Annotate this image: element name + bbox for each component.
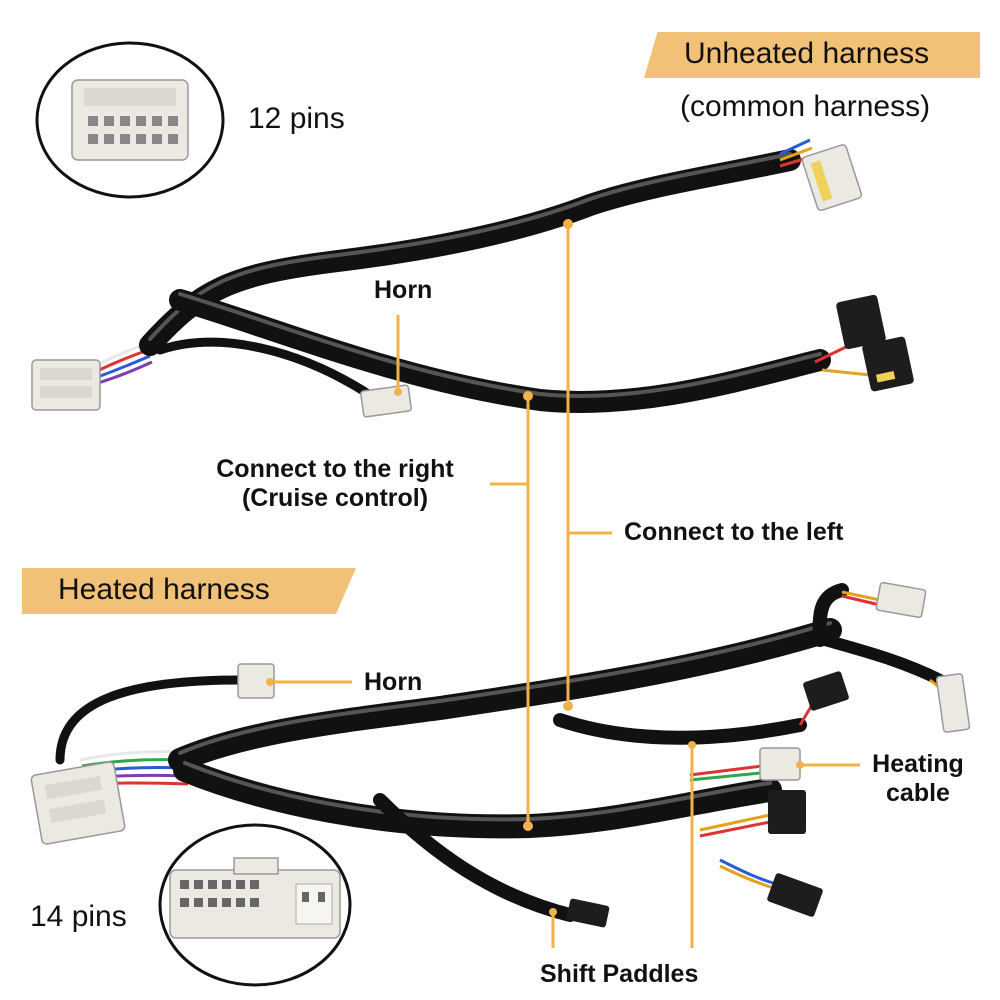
top-left-connector bbox=[801, 144, 863, 211]
bottom-horn-wire bbox=[55, 675, 245, 765]
bottom-black-connector-2 bbox=[767, 873, 823, 917]
shift-paddle-connector bbox=[566, 898, 610, 928]
bottom-horn-label: Horn bbox=[364, 668, 423, 696]
bottom-14pin-connector bbox=[30, 761, 126, 845]
bottom-small-black-connector bbox=[803, 671, 849, 711]
heating-line1: Heating bbox=[872, 750, 964, 778]
heating-cable-label: Heating cable bbox=[860, 750, 976, 808]
top-horn-wire bbox=[155, 337, 375, 400]
heated-banner: Heated harness bbox=[22, 568, 356, 614]
heating-cable-connector bbox=[759, 747, 801, 781]
callout-lines bbox=[270, 224, 860, 948]
bottom-lower-trunk bbox=[173, 758, 782, 839]
top-main-trunk bbox=[139, 149, 801, 356]
top-12pin-connector bbox=[31, 359, 101, 411]
bottom-middle-cable bbox=[553, 713, 807, 745]
heating-line2: cable bbox=[886, 778, 950, 807]
top-black-connectors bbox=[814, 294, 914, 392]
connect-right-label: Connect to the right (Cruise control) bbox=[195, 455, 475, 513]
inset-14pin bbox=[158, 823, 352, 987]
bottom-right-connector bbox=[935, 673, 971, 733]
callout-dots bbox=[266, 219, 804, 916]
bottom-upper-right-connector bbox=[875, 581, 927, 619]
top-horn-connector bbox=[360, 384, 412, 418]
unheated-subtitle: (common harness) bbox=[680, 90, 931, 123]
bottom-main-trunk bbox=[168, 618, 842, 772]
heated-harness bbox=[30, 581, 971, 928]
inset-12pin bbox=[35, 41, 225, 199]
unheated-banner: Unheated harness bbox=[644, 32, 980, 78]
label-14-pins: 14 pins bbox=[30, 900, 127, 933]
top-horn-label: Horn bbox=[374, 276, 433, 304]
connect-right-line1: Connect to the right bbox=[216, 455, 454, 483]
bottom-shift-cable bbox=[373, 793, 577, 922]
connect-left-label: Connect to the left bbox=[624, 518, 844, 546]
heated-banner-title: Heated harness bbox=[58, 573, 270, 606]
label-12-pins: 12 pins bbox=[248, 102, 345, 135]
unheated-banner-title: Unheated harness bbox=[684, 37, 930, 70]
bottom-black-connector-1 bbox=[768, 790, 806, 834]
connect-right-line2: (Cruise control) bbox=[241, 483, 429, 512]
shift-paddles-label: Shift Paddles bbox=[540, 960, 699, 988]
